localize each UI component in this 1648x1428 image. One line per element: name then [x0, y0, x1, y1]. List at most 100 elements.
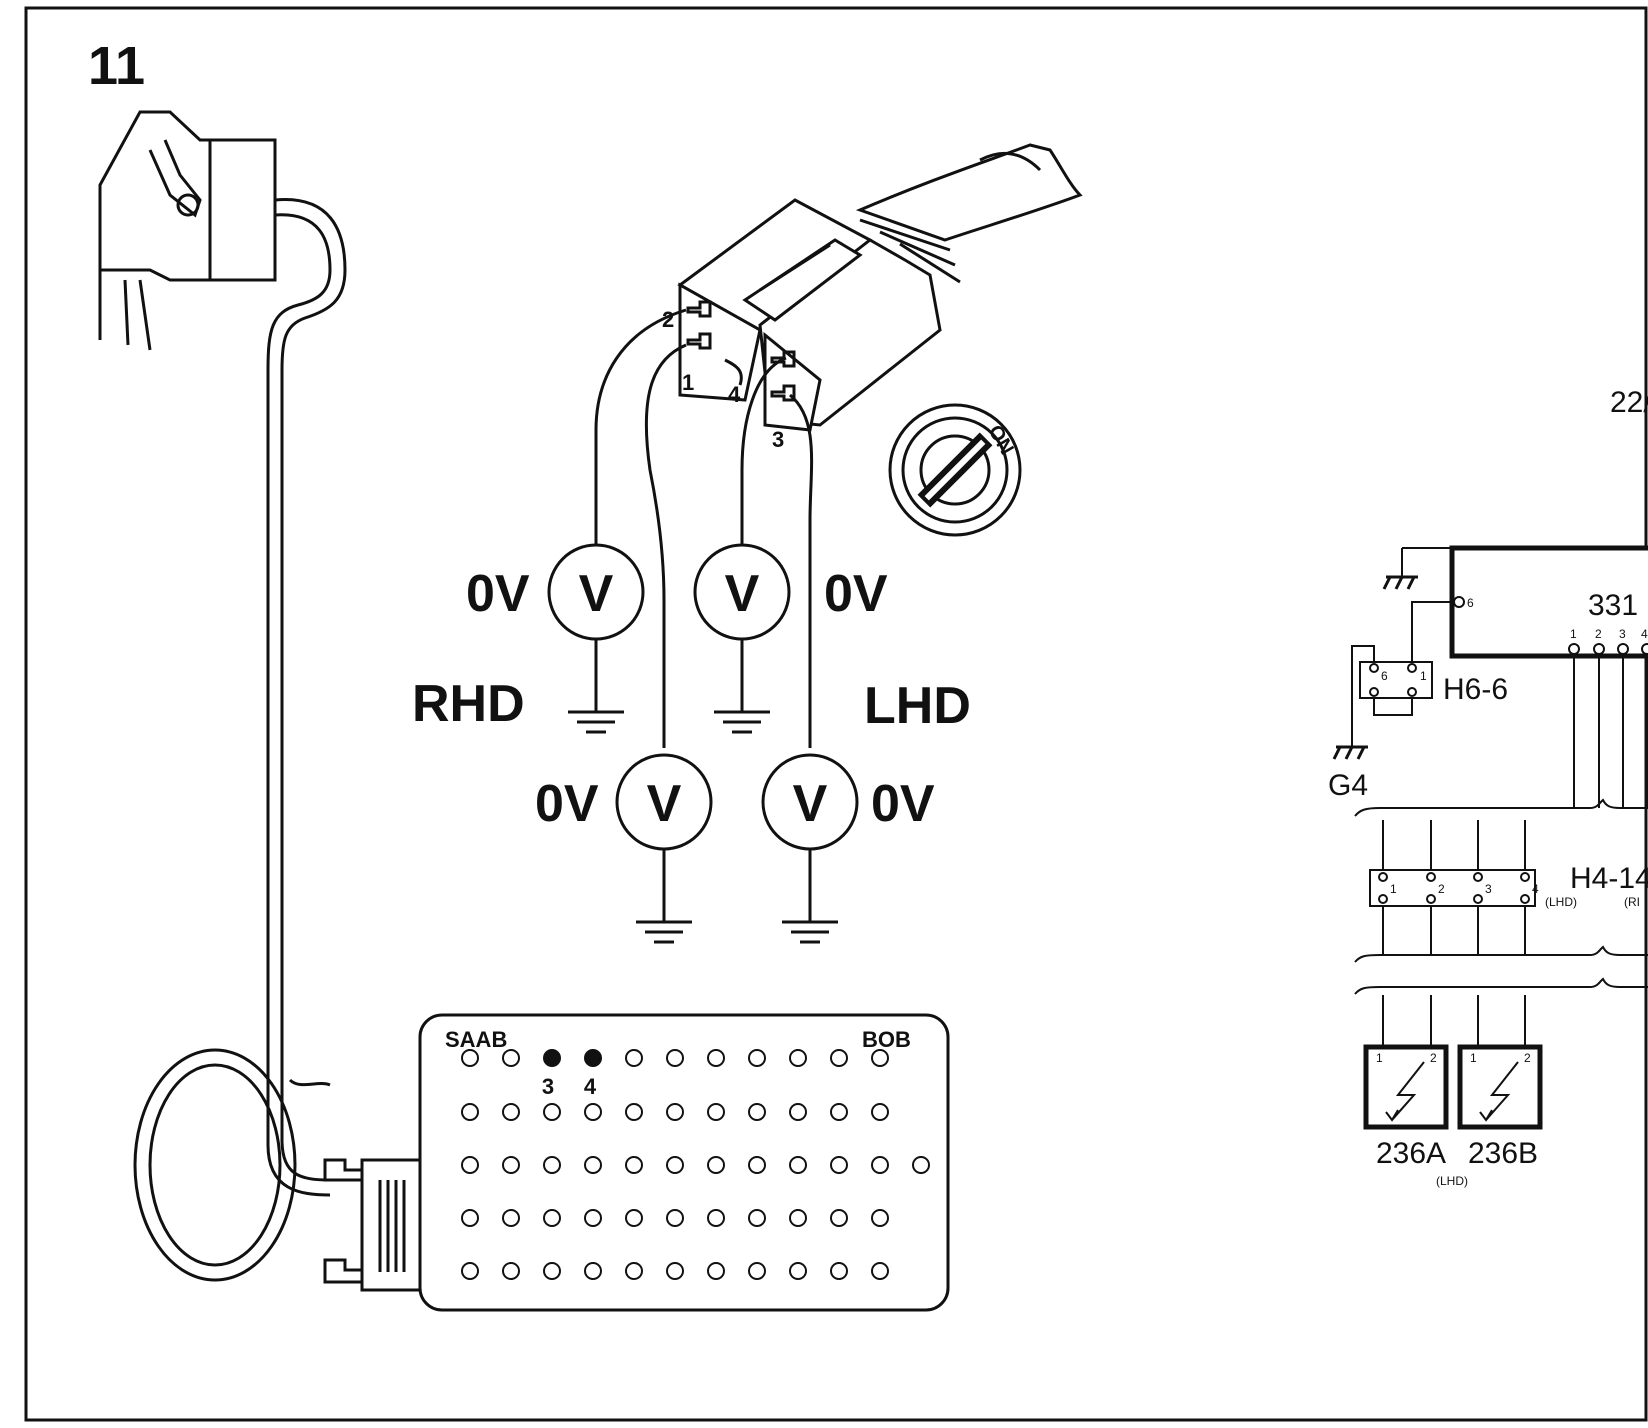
step-number: 11: [88, 36, 145, 96]
breakout-hole: [748, 1103, 766, 1121]
box-brand-left: SAAB: [445, 1027, 507, 1052]
breakout-hole-active: [584, 1049, 602, 1067]
ignition-switch: [888, 403, 1022, 537]
breakout-hole: [543, 1209, 561, 1227]
breakout-hole: [912, 1156, 930, 1174]
voltmeter-lower-left: V: [615, 753, 713, 944]
connection-cable: [133, 198, 347, 1282]
ecu-pin-2: 2: [1595, 627, 1602, 641]
partial-label-22: 22/: [1610, 386, 1648, 419]
breakout-hole: [707, 1049, 725, 1067]
breakout-hole: [666, 1209, 684, 1227]
h4-14-label: H4-14: [1570, 862, 1648, 895]
connector-pin-1-label: 1: [682, 370, 694, 395]
active-pin-4-label: 4: [584, 1074, 597, 1099]
reading-upper-right: 0V: [824, 565, 888, 623]
breakout-hole: [502, 1103, 520, 1121]
voltmeter-symbol: V: [579, 565, 614, 623]
connector-pin-4-label: 4: [728, 382, 741, 407]
h4-14-pin-3: 3: [1485, 882, 1492, 896]
h4-14-pin-2: 2: [1438, 882, 1445, 896]
box-brand-right: BOB: [862, 1027, 911, 1052]
h6-6-label: H6-6: [1443, 673, 1508, 706]
breakout-hole: [789, 1103, 807, 1121]
connector-pin-3-label: 3: [772, 427, 784, 452]
probe-wires: [594, 308, 814, 748]
breakout-hole: [543, 1103, 561, 1121]
breakout-hole: [502, 1049, 520, 1067]
breakout-hole: [584, 1209, 602, 1227]
breakout-hole: [502, 1209, 520, 1227]
breakout-hole: [625, 1103, 643, 1121]
breakout-hole: [584, 1156, 602, 1174]
breakout-hole: [830, 1156, 848, 1174]
breakout-hole: [707, 1156, 725, 1174]
breakout-hole: [543, 1262, 561, 1280]
breakout-hole: [461, 1209, 479, 1227]
breakout-hole: [625, 1209, 643, 1227]
breakout-hole-active: [543, 1049, 561, 1067]
breakout-hole: [748, 1049, 766, 1067]
wiring-schematic: 22/ 331 6 6 1 H6-6 G4 1 2 3 4: [1328, 386, 1648, 1188]
coil-236b-pin-2: 2: [1524, 1051, 1531, 1065]
breakout-hole: [666, 1049, 684, 1067]
reading-upper-left: 0V: [466, 565, 530, 623]
breakout-hole: [461, 1049, 479, 1067]
ignition-coil-236b: [1457, 1044, 1543, 1130]
breakout-hole: [666, 1262, 684, 1280]
h6-6-pin-1: 1: [1420, 669, 1427, 683]
breakout-hole: [789, 1209, 807, 1227]
voltmeter-symbol: V: [793, 775, 828, 833]
breakout-hole: [871, 1156, 889, 1174]
breakout-hole: [748, 1262, 766, 1280]
breakout-hole: [707, 1262, 725, 1280]
breakout-hole: [871, 1262, 889, 1280]
lhd-label: LHD: [864, 677, 971, 735]
active-pin-3-label: 3: [542, 1074, 554, 1099]
breakout-hole: [461, 1156, 479, 1174]
ecu-pin-4: 4: [1641, 627, 1648, 641]
breakout-hole: [461, 1103, 479, 1121]
ecu-pin-3: 3: [1619, 627, 1626, 641]
ground-g4-label: G4: [1328, 769, 1368, 802]
coil-236b-label: 236B: [1468, 1137, 1538, 1170]
voltmeter-upper-right: V: [693, 543, 791, 734]
breakout-hole: [871, 1209, 889, 1227]
connector-h4-14: [1369, 869, 1536, 907]
voltmeter-symbol: V: [647, 775, 682, 833]
breakout-hole: [461, 1262, 479, 1280]
coil-236b-pin-1: 1: [1470, 1051, 1477, 1065]
reading-lower-left: 0V: [535, 775, 599, 833]
h4-14-pin-4: 4: [1532, 882, 1539, 896]
breakout-hole: [830, 1209, 848, 1227]
breakout-hole: [830, 1049, 848, 1067]
voltmeter-upper-left: V: [547, 543, 645, 734]
breakout-hole: [584, 1103, 602, 1121]
diagnostic-plug: [98, 110, 277, 351]
ignition-coil-236a: [1363, 1044, 1449, 1130]
coil-236a-label: 236A: [1376, 1137, 1446, 1170]
breakout-box: SAAB BOB 3 4: [323, 1013, 950, 1312]
breakout-hole: [789, 1262, 807, 1280]
coil-236a-lhd-note: (LHD): [1436, 1174, 1468, 1188]
breakout-hole: [789, 1049, 807, 1067]
breakout-hole: [871, 1103, 889, 1121]
breakout-hole: [543, 1156, 561, 1174]
breakout-hole: [625, 1156, 643, 1174]
breakout-hole: [789, 1156, 807, 1174]
module-pin-6: 6: [1467, 596, 1474, 610]
h4-14-lhd-note: (LHD): [1545, 895, 1577, 909]
breakout-hole: [707, 1103, 725, 1121]
breakout-hole: [748, 1209, 766, 1227]
breakout-hole: [748, 1156, 766, 1174]
h4-14-pin-1: 1: [1390, 882, 1397, 896]
breakout-hole: [871, 1049, 889, 1067]
module-331-label: 331: [1588, 589, 1638, 622]
breakout-hole: [502, 1156, 520, 1174]
h4-14-rhd-note: (RI: [1624, 895, 1640, 909]
breakout-hole: [666, 1103, 684, 1121]
breakout-hole: [625, 1262, 643, 1280]
connector-pin-2-label: 2: [662, 307, 674, 332]
breakout-hole: [502, 1262, 520, 1280]
